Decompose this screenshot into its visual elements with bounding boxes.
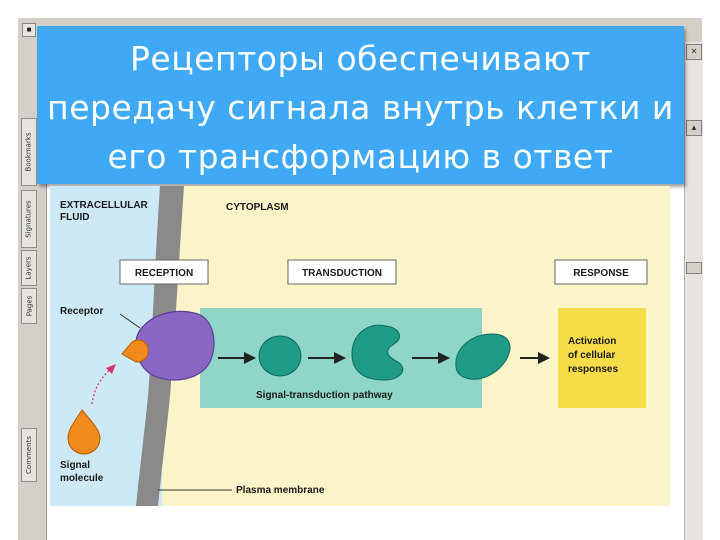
- cytoplasm-label: CYTOPLASM: [226, 202, 289, 213]
- binding-arrow-head: [106, 364, 116, 374]
- pathway-label: Signal-transduction pathway: [256, 390, 393, 401]
- reception-box: [119, 259, 209, 285]
- transduction-box: [287, 259, 397, 285]
- extracellular-label-line2: FLUID: [60, 212, 89, 223]
- response-text-line1: Activation: [568, 336, 616, 347]
- app-menu-icon[interactable]: ■: [22, 23, 36, 37]
- relay-protein-2: [351, 324, 404, 381]
- relay-protein-3: [455, 333, 511, 380]
- receptor-protein: [135, 310, 215, 381]
- response-label: RESPONSE: [573, 268, 629, 279]
- scroll-up-icon[interactable]: ▲: [686, 120, 702, 136]
- membrane-label: Plasma membrane: [236, 485, 325, 496]
- tab-bookmarks[interactable]: Bookmarks: [21, 118, 37, 186]
- arrow-2-head: [334, 352, 346, 364]
- relay-protein-1: [258, 335, 302, 377]
- transduction-label: TRANSDUCTION: [302, 268, 382, 279]
- signal-label-line1: Signal: [60, 460, 90, 471]
- tab-layers[interactable]: Layers: [21, 250, 37, 286]
- signal-transduction-diagram: EXTRACELLULAR FLUID CYTOPLASM RECEPTION …: [50, 186, 670, 506]
- reception-label: RECEPTION: [135, 268, 193, 279]
- extracellular-label-line1: EXTRACELLULAR: [60, 200, 149, 211]
- receptor-label: Receptor: [60, 306, 103, 317]
- close-icon[interactable]: ✕: [686, 44, 702, 60]
- tab-signatures[interactable]: Signatures: [21, 190, 37, 248]
- slide-bottom-area: [50, 506, 684, 540]
- response-text-line2: of cellular: [568, 350, 615, 361]
- tab-comments[interactable]: Comments: [21, 428, 37, 482]
- arrow-3-head: [438, 352, 450, 364]
- arrow-1-head: [244, 352, 256, 364]
- response-text-line3: responses: [568, 364, 618, 375]
- cellular-response-area: [558, 308, 646, 408]
- arrow-4-head: [538, 352, 550, 364]
- signal-label-line2: molecule: [60, 473, 104, 484]
- bound-signal-molecule: [121, 339, 149, 363]
- scroll-thumb[interactable]: [686, 262, 702, 274]
- response-box: [554, 259, 648, 285]
- slide-title: Рецепторы обеспечивают передачу сигнала …: [47, 39, 674, 176]
- slide-title-box: Рецепторы обеспечивают передачу сигнала …: [37, 26, 684, 184]
- receptor-pointer-line: [119, 313, 141, 329]
- signal-molecule: [67, 409, 101, 455]
- tab-pages[interactable]: Pages: [21, 288, 37, 324]
- vertical-scrollbar[interactable]: [684, 42, 703, 540]
